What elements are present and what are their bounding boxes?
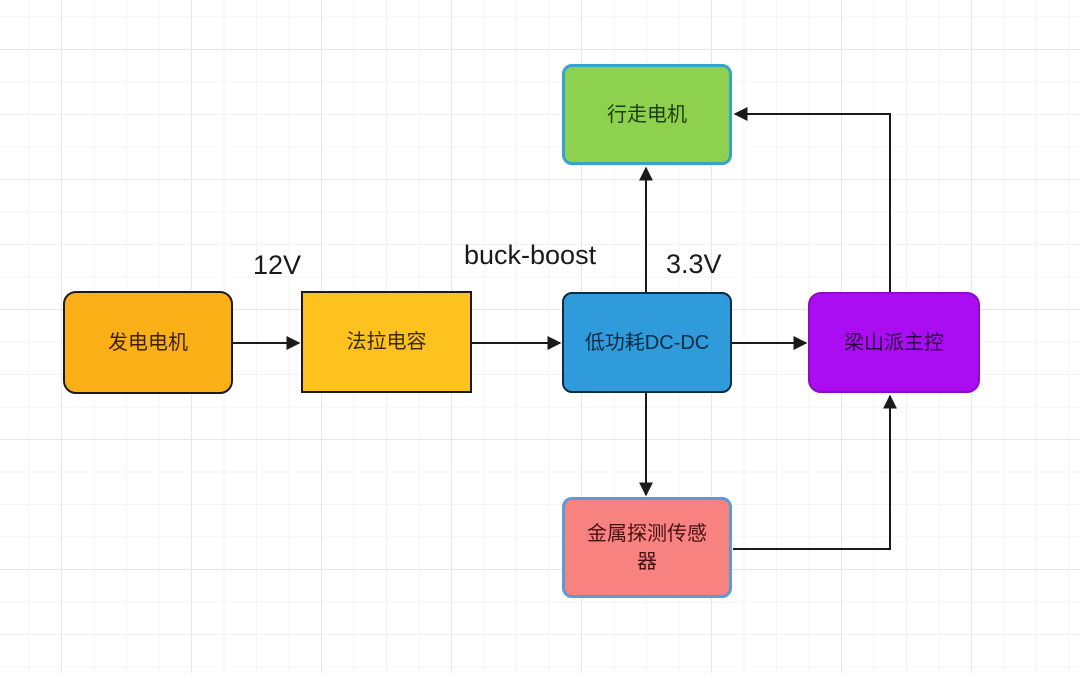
edge-label-3v3[interactable]: 3.3V [666, 249, 722, 279]
node-low-power-dcdc-label: 低功耗DC-DC [584, 331, 710, 354]
node-gen-motor-label: 发电电机 [108, 331, 188, 354]
node-liangshanpai-mcu[interactable]: 梁山派主控 [808, 292, 980, 393]
edge-metal-sensor-to-mcu[interactable] [733, 394, 897, 550]
node-metal-detect-sensor-label: 金属探测传感器 [587, 522, 707, 573]
node-farad-capacitor-label: 法拉电容 [346, 331, 427, 353]
node-gen-motor[interactable]: 发电电机 [63, 291, 233, 394]
node-farad-capacitor[interactable]: 法拉电容 [301, 291, 472, 393]
node-walk-motor[interactable]: 行走电机 [562, 64, 732, 165]
edge-label-12v[interactable]: 12V [253, 250, 302, 280]
node-low-power-dcdc[interactable]: 低功耗DC-DC [562, 292, 732, 393]
edge-mcu-to-walk-motor[interactable] [733, 107, 891, 292]
node-walk-motor-label: 行走电机 [607, 103, 687, 126]
node-metal-detect-sensor[interactable]: 金属探测传感器 [562, 497, 732, 598]
node-liangshanpai-mcu-label: 梁山派主控 [844, 331, 944, 354]
edge-label-buck-boost[interactable]: buck-boost [464, 240, 597, 270]
